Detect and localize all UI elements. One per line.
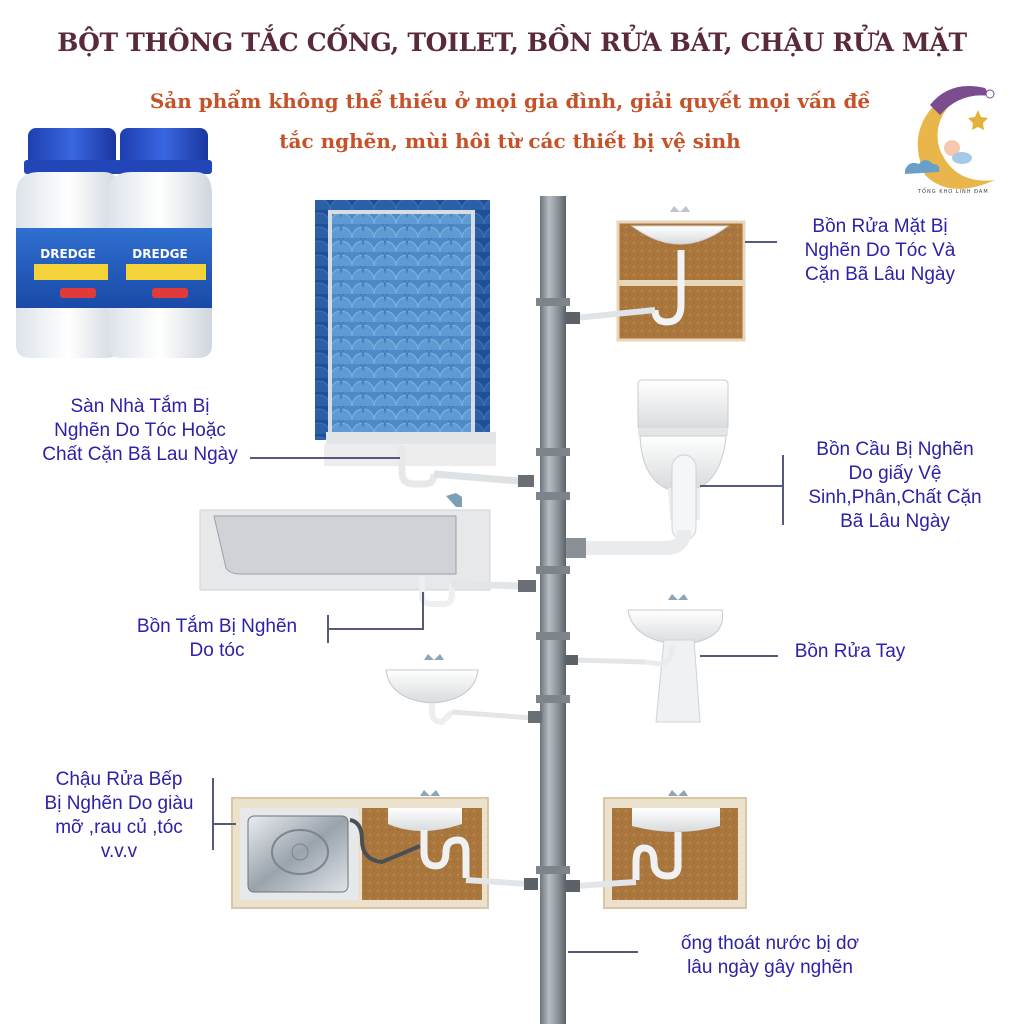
product-jar-right: DREDGE: [108, 128, 212, 358]
hand-sink-illustration: [566, 594, 724, 723]
leader-line-washbasin: [745, 241, 777, 243]
leader-drop-bathtub: [422, 592, 424, 630]
kitchen-sink-illustration: [231, 790, 538, 909]
leader-line-toilet: [700, 485, 782, 487]
svg-text:DREDGE: DREDGE: [132, 247, 187, 261]
leader-line-shower: [250, 457, 400, 459]
label-drain-pipe: ống thoát nước bị dơ lâu ngày gây nghẽn: [680, 933, 860, 978]
moon-logo-icon: TỔNG KHO LINH ĐAM: [905, 86, 995, 195]
leader-bracket-kitchen: [212, 778, 214, 850]
label-toilet: Bồn Cầu Bị Nghẽn Do giấy Vệ Sinh,Phân,Ch…: [808, 439, 982, 532]
logo-text: TỔNG KHO LINH ĐAM: [917, 187, 989, 195]
label-kitchen-sink: Chậu Rửa Bếp Bị Nghẽn Do giàu mỡ ,rau củ…: [44, 769, 194, 862]
label-shower-floor: Sàn Nhà Tắm Bị Nghẽn Do Tóc Hoặc Chất Cặ…: [42, 396, 238, 465]
shower-floor-illustration: [315, 200, 534, 488]
leader-line-hand-sink: [700, 655, 778, 657]
label-bathtub: Bồn Tắm Bị Nghẽn Do tóc: [136, 616, 298, 661]
leader-line-drain-pipe: [568, 951, 638, 953]
svg-text:DREDGE: DREDGE: [40, 247, 95, 261]
leader-bracket-bathtub: [327, 615, 329, 643]
wall-sink-illustration: [385, 654, 542, 726]
toilet-illustration: [566, 379, 729, 558]
product-jar-left: DREDGE: [16, 128, 120, 358]
label-washbasin: Bồn Rửa Mặt Bị Nghẽn Do Tóc Và Cặn Bã Lâ…: [804, 216, 956, 285]
leader-line-kitchen: [214, 823, 236, 825]
label-hand-sink: Bồn Rửa Tay: [794, 641, 906, 662]
leader-line-bathtub: [327, 628, 423, 630]
bathtub-illustration: [199, 493, 536, 607]
main-drain-pipe: [536, 196, 570, 1024]
subtitle-line-2: tắc nghẽn, mùi hôi từ các thiết bị vệ si…: [279, 129, 741, 153]
leader-bracket-toilet: [782, 455, 784, 525]
washbasin-cabinet-illustration: [566, 206, 746, 342]
bathroom-sink-cabinet-illustration: [566, 790, 747, 909]
subtitle-line-1: Sản phẩm không thể thiếu ở mọi gia đình,…: [149, 89, 871, 113]
page-title: BỘT THÔNG TẮC CỐNG, TOILET, BỒN RỬA BÁT,…: [57, 28, 967, 57]
